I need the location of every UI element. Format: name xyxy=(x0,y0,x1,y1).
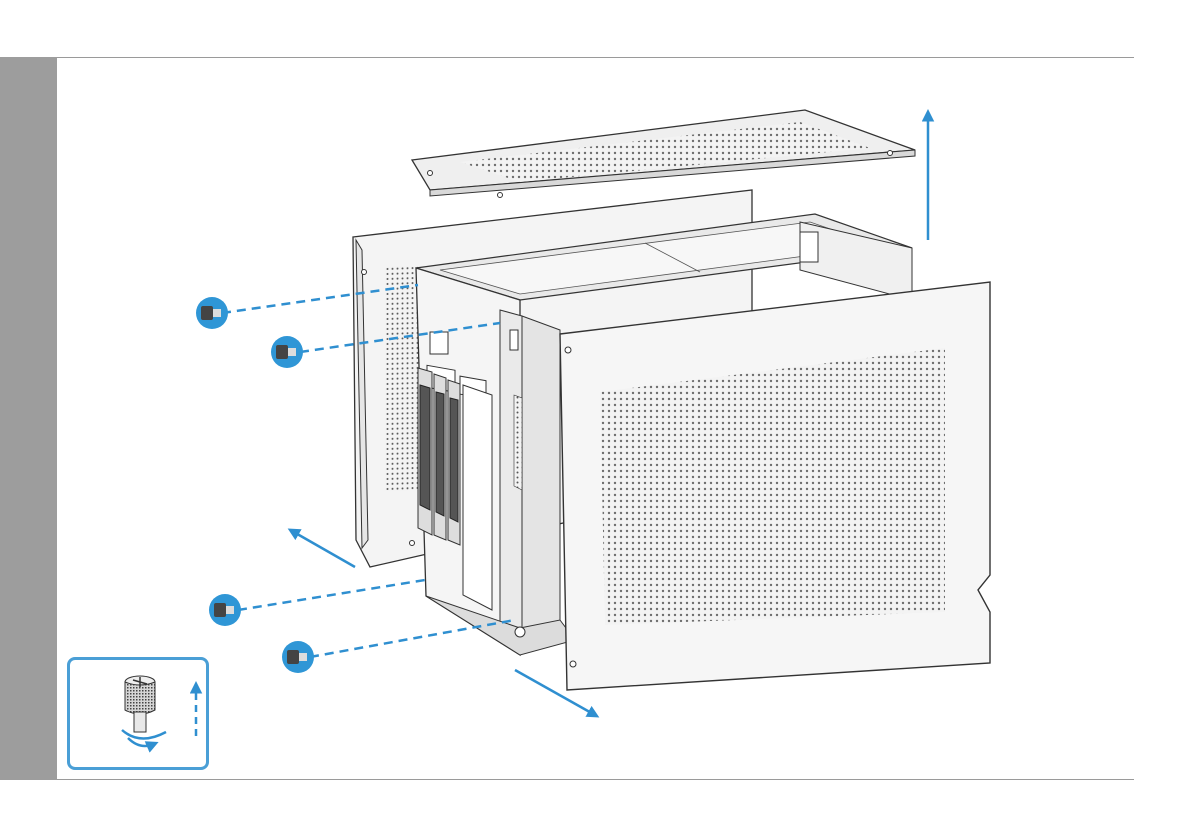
pci-slots xyxy=(418,368,460,545)
thumbscrew-callout-1 xyxy=(196,297,228,329)
thumbscrew-callout-3 xyxy=(209,594,241,626)
thumbscrew-icon xyxy=(70,660,206,767)
thumbscrew-callout-4 xyxy=(282,641,314,673)
thumbscrew-detail-inset xyxy=(67,657,209,770)
right-side-panel xyxy=(560,282,990,690)
thumbscrew-callout-2 xyxy=(271,336,303,368)
top-mesh-panel xyxy=(412,110,915,198)
arrow-left-panel-out xyxy=(292,531,355,567)
